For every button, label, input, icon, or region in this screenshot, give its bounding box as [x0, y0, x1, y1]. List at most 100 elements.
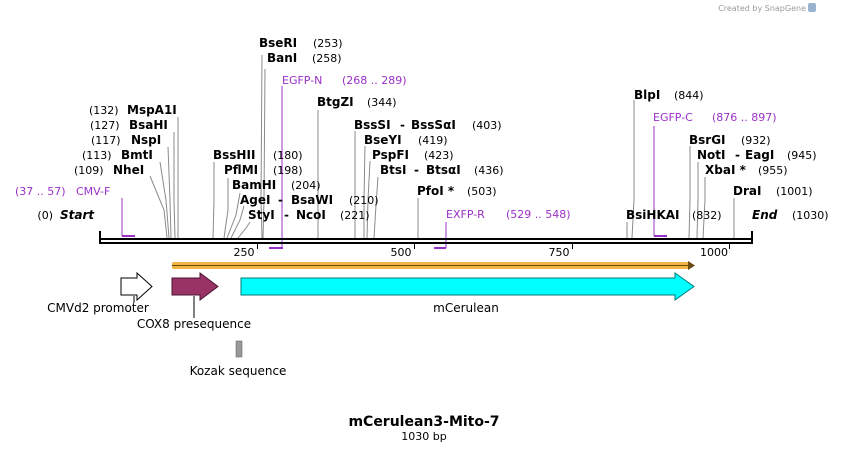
feature-cox8-presequence[interactable]: COX8 presequence	[137, 272, 251, 331]
site-pflmi[interactable]: PflMI (198)	[224, 163, 303, 177]
primer-egfp-c[interactable]: EGFP-C (876 .. 897)	[653, 111, 777, 124]
primer-name: EXFP-R	[446, 208, 485, 221]
site-position: (423)	[424, 149, 454, 162]
site-connectors	[149, 54, 735, 239]
backbone-end-cap	[751, 231, 753, 244]
site-position: (344)	[367, 96, 397, 109]
connector-styi	[237, 221, 251, 239]
feature-arrow	[240, 272, 695, 301]
site-position: (1001)	[776, 185, 813, 198]
ruler-tick-label: 250	[234, 246, 255, 259]
site-nhei[interactable]: (109) NheI	[74, 163, 144, 177]
site-bseri[interactable]: BseRI (253)	[259, 36, 343, 50]
start-position: (0)	[37, 209, 53, 222]
site-bamhi[interactable]: BamHI (204)	[232, 178, 321, 192]
site-name: XbaI *	[705, 163, 747, 177]
end-marker[interactable]: End (1030)	[752, 208, 829, 222]
connector-pspfi	[366, 160, 371, 239]
site-pfoi[interactable]: PfoI * (503)	[417, 184, 497, 198]
orf-bar[interactable]	[172, 261, 695, 270]
site-bani[interactable]: BanI (258)	[267, 51, 342, 65]
site-name: StyI	[248, 208, 275, 222]
site-name: PfoI *	[417, 184, 455, 198]
start-marker[interactable]: (0) Start	[37, 208, 95, 222]
site-name: BanI	[267, 51, 297, 65]
site-position: (403)	[472, 119, 502, 132]
primer-egfp-n[interactable]: EGFP-N (268 .. 289)	[282, 74, 407, 87]
site-btgzi[interactable]: BtgZI (344)	[317, 95, 397, 109]
site-name: BssHII	[213, 148, 255, 162]
site-position: (436)	[474, 164, 504, 177]
orf-center-line	[172, 265, 688, 266]
site-position: (204)	[291, 179, 321, 192]
end-label: End	[752, 208, 778, 222]
feature-cmvd2-promoter[interactable]: CMVd2 promoter	[47, 271, 153, 315]
site-blpi[interactable]: BlpI (844)	[634, 88, 704, 102]
site-bsihkai[interactable]: BsiHKAI (832)	[626, 208, 722, 222]
feature-label: COX8 presequence	[137, 317, 251, 331]
site-name-2: EagI	[745, 148, 774, 162]
primer-bar-egfp-c[interactable]	[654, 235, 667, 237]
site-styi-ncoi[interactable]: StyI - NcoI (221)	[248, 208, 370, 222]
primer-name: EGFP-C	[653, 111, 693, 124]
site-name: BseYI	[364, 133, 402, 147]
site-xbai[interactable]: XbaI * (955)	[705, 163, 788, 177]
connector-noti	[696, 162, 699, 239]
primer-cmv-f[interactable]: (37 .. 57) CMV-F	[15, 185, 110, 198]
site-name: AgeI	[240, 193, 270, 207]
connector-bmti	[159, 161, 170, 239]
site-drai[interactable]: DraI (1001)	[733, 184, 813, 198]
ruler-tick-label: 500	[391, 246, 412, 259]
site-position: (844)	[674, 89, 704, 102]
ruler-tick-label: 750	[549, 246, 570, 259]
connector-pflmi	[223, 178, 229, 239]
site-bmti[interactable]: (113) BmtI	[82, 148, 153, 162]
site-position: (127)	[90, 119, 120, 132]
connector-agei	[230, 205, 245, 239]
site-name: DraI	[733, 184, 761, 198]
plasmid-length: 1030 bp	[401, 430, 446, 443]
feature-label: CMVd2 promoter	[47, 301, 149, 315]
site-pspfi[interactable]: PspFI (423)	[372, 148, 454, 162]
site-position: (198)	[273, 164, 303, 177]
snapgene-credit[interactable]: Created by SnapGene	[718, 3, 816, 13]
snapgene-logo-icon	[808, 3, 816, 12]
site-noti-eagi[interactable]: NotI - EagI (945)	[697, 148, 817, 162]
site-nspi[interactable]: (117) NspI	[91, 133, 161, 147]
feature-arrow	[171, 272, 219, 301]
site-name: BtsI	[380, 163, 407, 177]
primer-connectors	[121, 86, 655, 248]
primer-exfp-r[interactable]: EXFP-R (529 .. 548)	[446, 208, 571, 221]
site-name: BmtI	[121, 148, 153, 162]
backbone-bottom-strand	[99, 242, 753, 244]
feature-kozak-sequence[interactable]: Kozak sequence	[190, 340, 287, 378]
site-name: PflMI	[224, 163, 258, 177]
connector-bamhi	[226, 192, 241, 239]
site-bseyi[interactable]: BseYI (419)	[364, 133, 448, 147]
primer-range: (37 .. 57)	[15, 185, 66, 198]
site-name: BamHI	[232, 178, 276, 192]
site-name-2: BssSαI	[411, 118, 456, 132]
site-position: (253)	[313, 37, 343, 50]
site-bsshii[interactable]: BssHII (180)	[213, 148, 303, 162]
site-btsi-btsai[interactable]: BtsI - BtsαI (436)	[380, 163, 504, 177]
primer-bar-exfp-r[interactable]	[434, 247, 446, 249]
site-position: (832)	[692, 209, 722, 222]
site-mspa1i[interactable]: (132) MspA1I	[89, 103, 177, 117]
site-bsssi-bsssai[interactable]: BssSI - BssSαI (403)	[354, 118, 502, 132]
feature-mcerulean[interactable]: mCerulean	[240, 272, 695, 315]
primer-bar-cmv-f[interactable]	[122, 235, 135, 237]
primer-bar-egfp-n[interactable]	[269, 247, 283, 249]
site-name: BsrGI	[689, 133, 726, 147]
site-position: (221)	[340, 209, 370, 222]
orf-arrowhead-icon	[688, 261, 695, 270]
site-separator: -	[414, 163, 419, 177]
site-bsrgi[interactable]: BsrGI (932)	[689, 133, 771, 147]
site-agei-bsawi[interactable]: AgeI - BsaWI (210)	[240, 193, 379, 207]
site-position: (210)	[349, 194, 379, 207]
ruler-tick-mark	[257, 244, 258, 249]
site-name: BssSI	[354, 118, 391, 132]
site-bsahi[interactable]: (127) BsaHI	[90, 118, 168, 132]
ruler-tick-label: 1000	[700, 246, 728, 259]
site-name: BlpI	[634, 88, 660, 102]
